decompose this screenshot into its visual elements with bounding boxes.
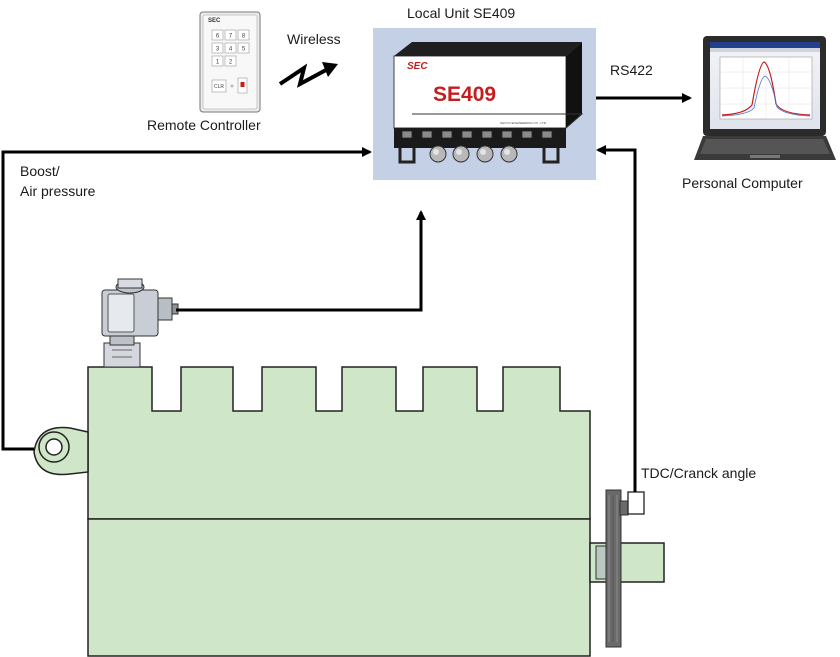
tdc-label: TDC/Cranck angle <box>641 465 757 481</box>
remote-key: 2 <box>229 60 233 66</box>
engine-upper-block <box>87 366 591 520</box>
signal-wires <box>1 93 692 492</box>
remote-controller-label: Remote Controller <box>147 117 261 133</box>
wireless-arrow <box>278 62 338 88</box>
engine <box>33 366 665 657</box>
shaft-collar <box>595 545 607 580</box>
device-maker: SHOYO ENGINEERING CO., LTD. <box>500 121 547 125</box>
air-pressure-label: Air pressure <box>20 183 96 199</box>
connector-sockets <box>401 130 553 139</box>
remote-key: 5 <box>242 47 246 53</box>
turbocharger <box>33 426 89 476</box>
tdc-wire <box>596 145 637 492</box>
pressure-sensor <box>101 278 179 368</box>
device-model: SE409 <box>433 83 496 106</box>
tdc-sensor <box>619 491 645 516</box>
remote-brand: SEC <box>208 18 221 24</box>
local-unit-device: SEC SE409 SHOYO ENGINEERING CO., LTD. <box>373 28 596 180</box>
remote-key: 6 <box>216 34 220 40</box>
remote-keypad: 6 7 8 3 4 5 1 2 CLR <box>211 29 250 94</box>
remote-clr-key: CLR <box>214 84 224 90</box>
screen-plot <box>719 56 813 120</box>
personal-computer-label: Personal Computer <box>682 175 803 191</box>
remote-key: 7 <box>229 34 233 40</box>
pressure-wire <box>176 210 426 312</box>
boost-label: Boost/ <box>20 163 60 179</box>
local-unit-label: Local Unit SE409 <box>407 5 516 21</box>
remote-key: 3 <box>216 47 220 53</box>
engine-lower-block <box>87 518 591 657</box>
device-brand: SEC <box>407 61 428 72</box>
remote-key: 8 <box>242 34 246 40</box>
laptop <box>694 36 836 160</box>
remote-controller: SEC 6 7 8 3 4 5 1 2 CLR <box>199 11 261 113</box>
remote-key: 4 <box>229 47 233 53</box>
rs422-label: RS422 <box>610 62 653 78</box>
remote-key: 1 <box>216 60 220 66</box>
boost-wire <box>1 147 372 451</box>
wireless-label: Wireless <box>287 31 341 47</box>
